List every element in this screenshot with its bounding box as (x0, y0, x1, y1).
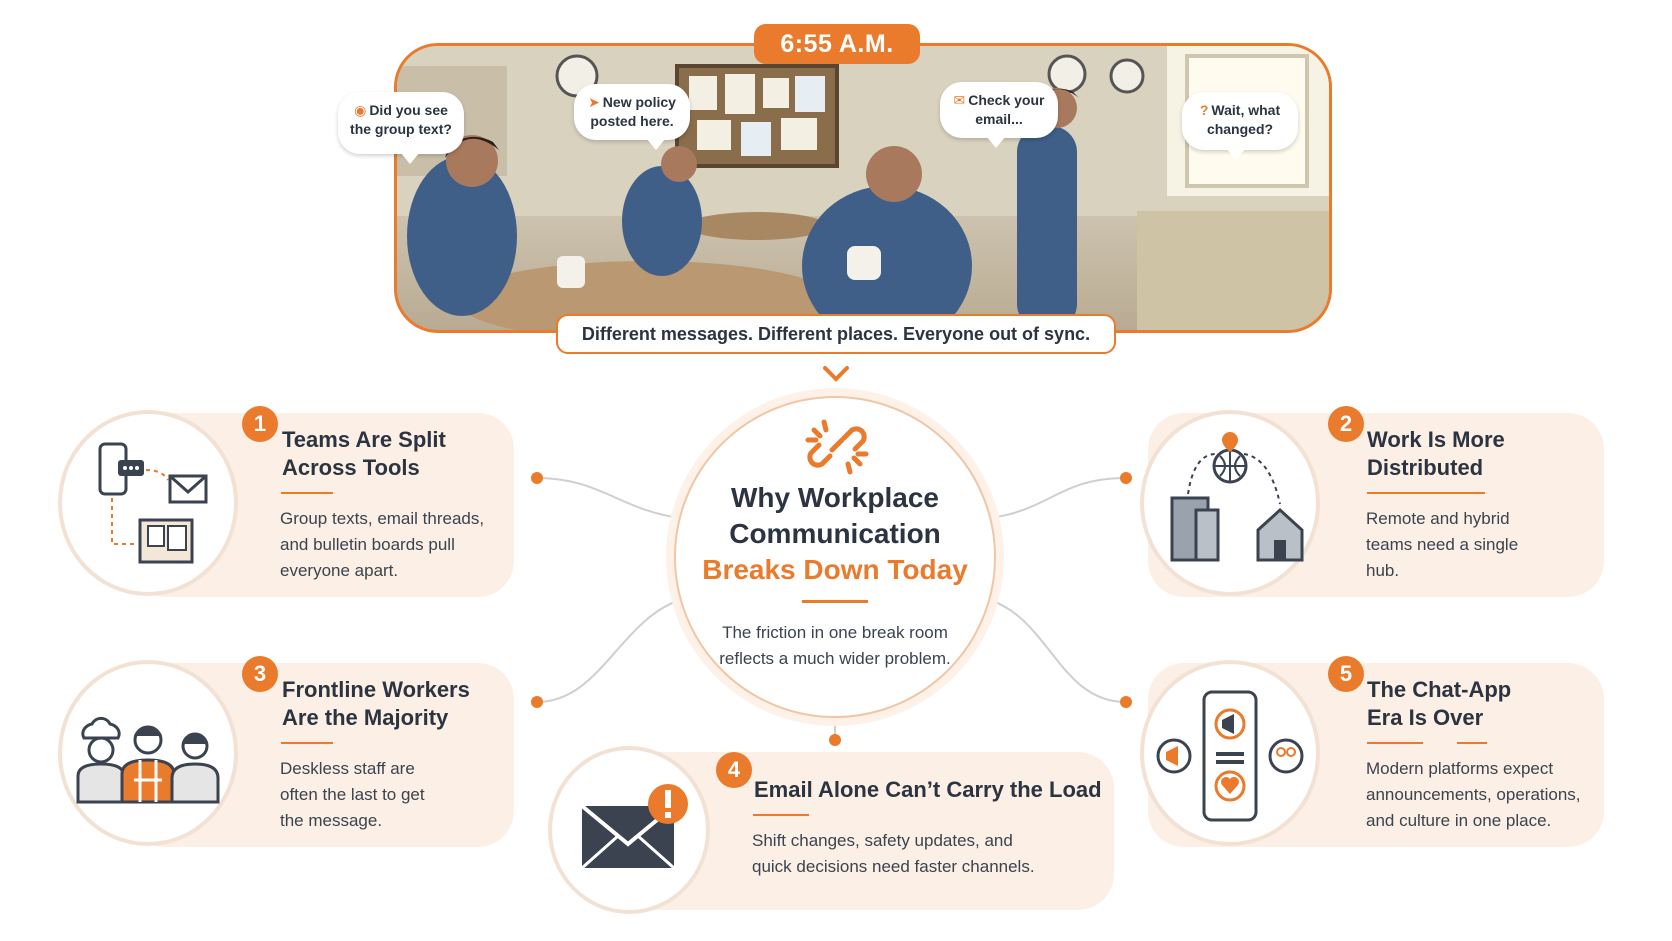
central-description: The friction in one break room reflects … (719, 623, 951, 668)
card-title: Email Alone Can’t Carry the Load (754, 777, 1102, 802)
card-text: Remote and hybrid teams need a single hu… (1366, 509, 1519, 580)
card-number: 3 (242, 656, 278, 692)
connector-dot (1120, 472, 1132, 484)
email-icon: ✉ (953, 92, 966, 108)
card-title-line: Are the Majority (282, 705, 449, 730)
card-title: Work Is More Distributed (1367, 426, 1597, 482)
time-badge: 6:55 A.M. (754, 24, 920, 64)
divider (281, 492, 333, 494)
chevron-down-icon (823, 366, 849, 382)
central-title: Why Workplace Communication (676, 480, 994, 552)
card-title-line: The Chat-App (1367, 677, 1512, 702)
divider (1367, 492, 1485, 494)
broken-link-icon (805, 419, 869, 475)
divider (281, 742, 333, 744)
speech-bubble: ✉Check your email... (940, 82, 1058, 148)
card-number: 5 (1328, 656, 1364, 692)
card-icon-circle (548, 746, 710, 914)
central-title-line: Communication (729, 518, 941, 549)
card-number: 4 (716, 752, 752, 788)
card-text: Modern platforms expect announcements, o… (1366, 759, 1581, 830)
bubble-text: Wait, what changed? (1206, 102, 1281, 137)
card-title-line: Work Is More (1367, 427, 1505, 452)
card-icon-circle (58, 410, 238, 596)
card-text: Deskless staff are often the last to get… (280, 759, 425, 830)
card-title-line: Era Is Over (1367, 705, 1484, 730)
central-title-line: Why Workplace (731, 482, 939, 513)
card-icon-circle (1140, 410, 1320, 596)
card-title-line: Across Tools (282, 455, 420, 480)
card-title: The Chat-App Era Is Over (1367, 676, 1597, 732)
central-topic: Why Workplace Communication Breaks Down … (674, 396, 996, 718)
chat-icon: ◉ (354, 102, 367, 118)
break-room-scene (394, 43, 1332, 333)
pin-icon: ➤ (588, 94, 600, 110)
scene-caption: Different messages. Different places. Ev… (556, 314, 1116, 354)
divider (802, 600, 868, 603)
question-icon: ? (1199, 102, 1209, 118)
card-number: 2 (1328, 406, 1364, 442)
connector-dot (531, 472, 543, 484)
email-alert-icon (580, 784, 688, 870)
workers-icon (76, 716, 220, 804)
card-title-line: Teams Are Split (282, 427, 446, 452)
bubble-text: Check your email... (968, 92, 1045, 127)
bubble-text: Did you see the group text? (350, 102, 452, 137)
connector-dot (1120, 696, 1132, 708)
card-title: Frontline Workers Are the Majority (282, 676, 512, 732)
connector-dot (531, 696, 543, 708)
divider (1367, 742, 1423, 744)
card-text: Group texts, email threads, and bulletin… (280, 509, 485, 580)
divider (753, 814, 809, 816)
speech-bubble: ?Wait, what changed? (1182, 92, 1298, 160)
divider (1457, 742, 1487, 744)
speech-bubble: ◉Did you see the group text? (338, 92, 464, 164)
central-title-highlight: Breaks Down Today (702, 554, 968, 585)
devices-icon (98, 442, 208, 564)
card-title-line: Distributed (1367, 455, 1484, 480)
bubble-text: New policy posted here. (590, 94, 676, 129)
remote-work-icon (1170, 432, 1304, 562)
platform-phone-icon (1156, 690, 1304, 822)
card-icon-circle (58, 660, 238, 846)
speech-bubble: ➤New policy posted here. (574, 84, 690, 150)
card-text: Shift changes, safety updates, and quick… (752, 831, 1035, 876)
card-title: Teams Are Split Across Tools (282, 426, 512, 482)
connector-dot (829, 734, 841, 746)
card-title-line: Frontline Workers (282, 677, 470, 702)
card-icon-circle (1140, 660, 1320, 846)
card-number: 1 (242, 406, 278, 442)
